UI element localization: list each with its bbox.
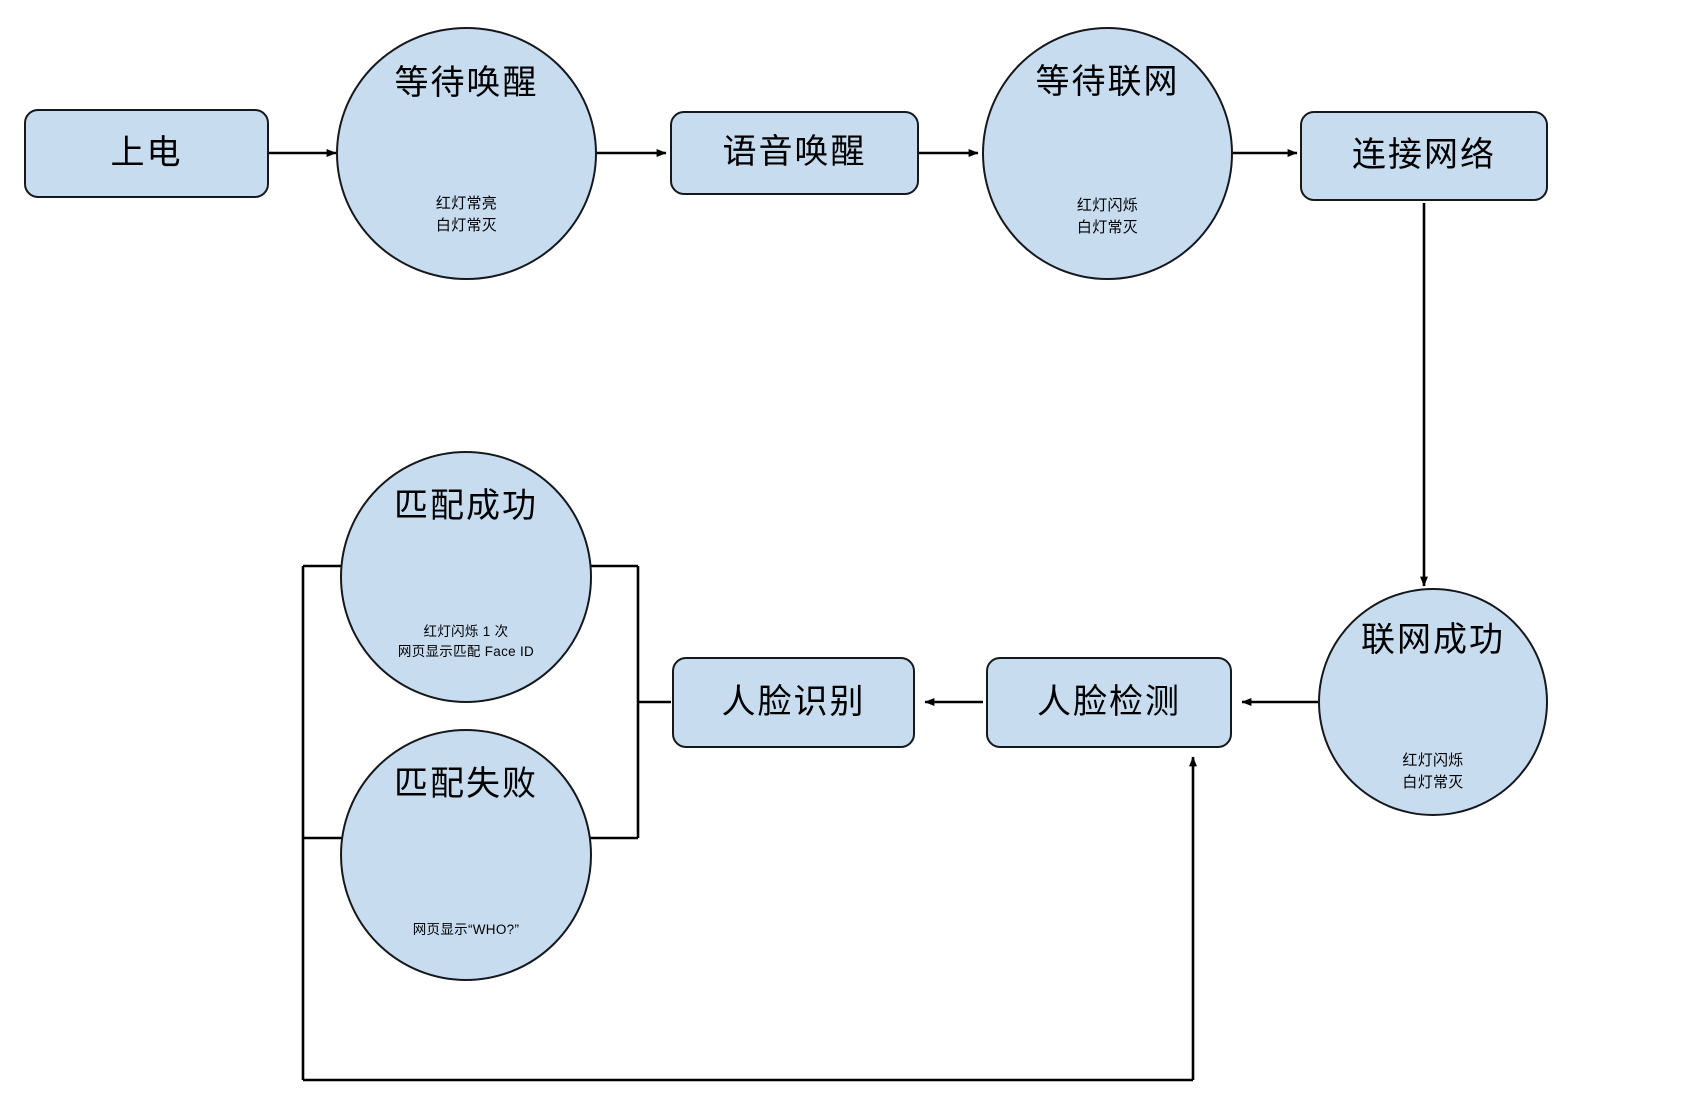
- node-power-on[interactable]: 上电: [24, 109, 269, 198]
- node-wait-wakeup[interactable]: 等待唤醒 红灯常亮 白灯常灭: [336, 27, 597, 280]
- node-wait-network-detail: 红灯闪烁 白灯常灭: [1076, 196, 1139, 236]
- node-power-on-label: 上电: [110, 133, 183, 172]
- node-voice-wakeup[interactable]: 语音唤醒: [670, 111, 919, 195]
- node-wait-wakeup-label: 等待唤醒: [394, 63, 539, 102]
- node-match-fail-detail: 网页显示“WHO?”: [412, 921, 520, 937]
- node-network-ok-detail: 红灯闪烁 白灯常灭: [1402, 752, 1464, 791]
- node-wait-wakeup-detail: 红灯常亮 白灯常灭: [435, 195, 498, 235]
- node-wait-network-label: 等待联网: [1035, 62, 1180, 101]
- node-match-fail[interactable]: 匹配失败 网页显示“WHO?”: [340, 729, 592, 981]
- node-match-success-detail: 红灯闪烁 1 次 网页显示匹配 Face ID: [397, 624, 535, 659]
- node-match-fail-label: 匹配失败: [394, 764, 538, 803]
- node-face-detect[interactable]: 人脸检测: [986, 657, 1232, 748]
- node-voice-wakeup-label: 语音唤醒: [722, 133, 867, 172]
- node-network-ok[interactable]: 联网成功 红灯闪烁 白灯常灭: [1318, 588, 1548, 816]
- node-face-detect-label: 人脸检测: [1037, 682, 1181, 721]
- node-match-success-label: 匹配成功: [394, 486, 538, 525]
- node-wait-network[interactable]: 等待联网 红灯闪烁 白灯常灭: [982, 27, 1233, 280]
- node-face-recognize-label: 人脸识别: [721, 682, 866, 721]
- node-network-ok-label: 联网成功: [1361, 620, 1505, 659]
- node-connect-network[interactable]: 连接网络: [1300, 111, 1548, 201]
- node-match-success[interactable]: 匹配成功 红灯闪烁 1 次 网页显示匹配 Face ID: [340, 451, 592, 703]
- node-face-recognize[interactable]: 人脸识别: [672, 657, 915, 748]
- node-connect-network-label: 连接网络: [1352, 136, 1496, 175]
